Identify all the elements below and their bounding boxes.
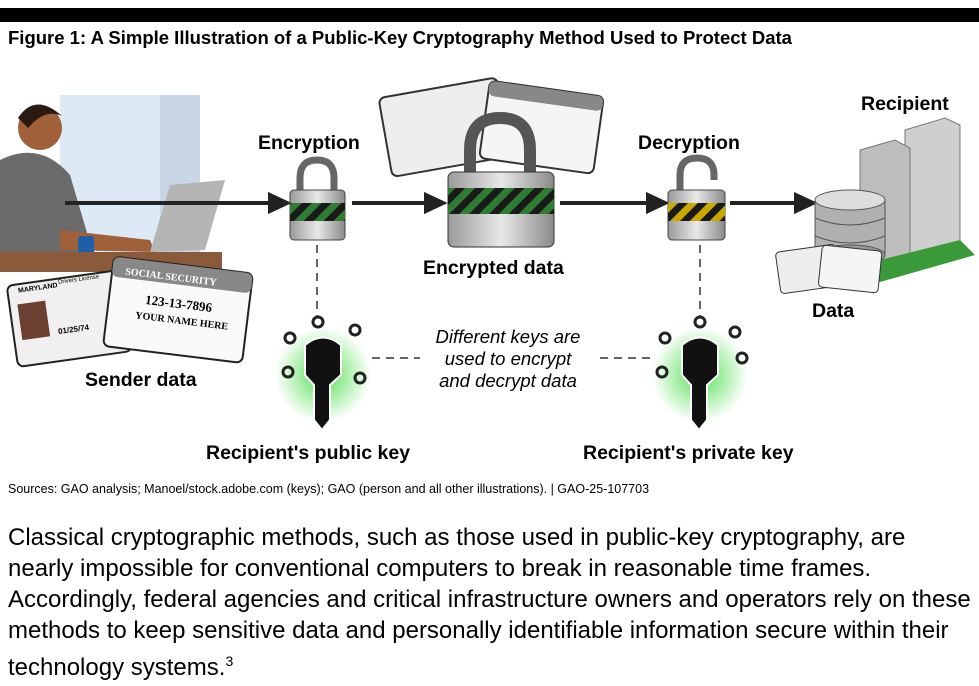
keys-note: Different keys are used to encrypt and d… bbox=[408, 326, 608, 392]
dashed-connectors bbox=[316, 245, 701, 359]
figure-title: Figure 1: A Simple Illustration of a Pub… bbox=[8, 27, 792, 48]
footnote-ref[interactable]: 3 bbox=[225, 653, 234, 669]
encrypted-data-illustration bbox=[378, 77, 605, 248]
diagram bbox=[0, 77, 975, 432]
sender-data-cards bbox=[6, 256, 254, 368]
public-key-icon bbox=[275, 315, 371, 432]
sender-person-illustration bbox=[0, 95, 225, 272]
figure-sources: Sources: GAO analysis; Manoel/stock.adob… bbox=[8, 482, 650, 496]
label-public-key: Recipient's public key bbox=[206, 442, 411, 464]
keys-note-line: Different keys are bbox=[435, 326, 581, 347]
label-decryption: Decryption bbox=[638, 132, 740, 154]
label-private-key: Recipient's private key bbox=[583, 442, 794, 464]
decryption-open-lock-icon bbox=[667, 154, 726, 241]
keys-note-line: and decrypt data bbox=[439, 370, 577, 391]
recipient-data-cards bbox=[775, 244, 883, 294]
label-encrypted-data: Encrypted data bbox=[423, 257, 564, 279]
label-data: Data bbox=[812, 300, 855, 322]
private-key-icon bbox=[652, 315, 749, 432]
body-paragraph: Classical cryptographic methods, such as… bbox=[8, 522, 973, 683]
label-encryption: Encryption bbox=[258, 132, 360, 154]
top-rule bbox=[0, 8, 979, 22]
encryption-lock-icon bbox=[289, 156, 346, 241]
body-paragraph-text: Classical cryptographic methods, such as… bbox=[8, 524, 971, 681]
label-sender-data: Sender data bbox=[85, 369, 197, 391]
keys-note-line: used to encrypt bbox=[444, 348, 572, 369]
label-recipient: Recipient bbox=[861, 93, 949, 115]
